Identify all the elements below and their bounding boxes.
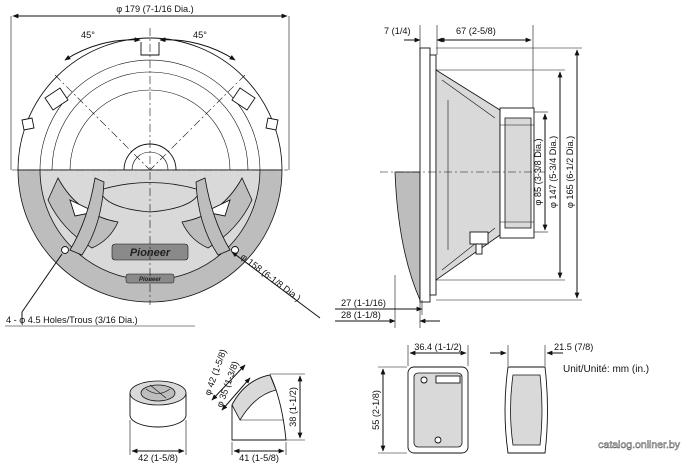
- frame-diameter-label: φ 147 (5-3/4 Dia.): [548, 136, 558, 208]
- grille-profile: [394, 171, 421, 301]
- grille-depth-b-label: 28 (1-1/8): [341, 310, 381, 320]
- crossover-height-label: 55 (2-1/8): [371, 390, 381, 430]
- tweeter-views: 42 (1-5/8) 41 (1-5/8) φ 42 (1-5/8) φ 35 …: [129, 348, 305, 463]
- mounting-depth-label: 67 (2-5/8): [456, 26, 496, 36]
- crossover-width-label: 36.4 (1-1/2): [414, 342, 462, 352]
- cutout-diameter-label: φ 158 (6-1/8 Dia.): [239, 252, 303, 304]
- tweeter-base-width-label: 42 (1-5/8): [138, 453, 178, 463]
- units-label: Unit/Unité: mm (in.): [563, 364, 649, 375]
- mounting-holes-label: 4 - φ 4.5 Holes/Trous (3/16 Dia.): [6, 315, 138, 325]
- front-view: φ 179 (7-1/16 Dia.) Pioneer Pion: [5, 3, 321, 327]
- mounting-tabs: [21, 42, 279, 131]
- outer-diameter-label: φ 179 (7-1/16 Dia.): [116, 4, 193, 14]
- angle-right-label: 45°: [193, 30, 207, 40]
- brand-logo-small: Pioneer: [139, 277, 162, 283]
- crossover-views: 36.4 (1-1/2) 55 (2-1/8) 21.5 (7/8): [371, 342, 593, 454]
- tweeter-height-label: 38 (1-1/2): [288, 387, 298, 427]
- angle-left-label: 45°: [81, 30, 95, 40]
- mounting-hole: [61, 246, 69, 254]
- overall-diameter-label: φ 165 (6-1/2 Dia.): [565, 136, 575, 208]
- tweeter-mount-width-label: 41 (1-5/8): [239, 453, 279, 463]
- flange-thickness-label: 7 (1/4): [384, 26, 411, 36]
- magnet-diameter-label: φ 85 (3-3/8 Dia.): [533, 138, 543, 205]
- side-view: 7 (1/4) 67 (2-5/8) φ 85 (3-3/8 Dia.) φ 1…: [335, 25, 582, 328]
- grille-depth-a-label: 27 (1-1/16): [341, 298, 386, 308]
- watermark: catalog.onliner.by: [598, 439, 680, 451]
- brand-logo-large: Pioneer: [130, 247, 171, 259]
- crossover-depth-label: 21.5 (7/8): [554, 342, 593, 352]
